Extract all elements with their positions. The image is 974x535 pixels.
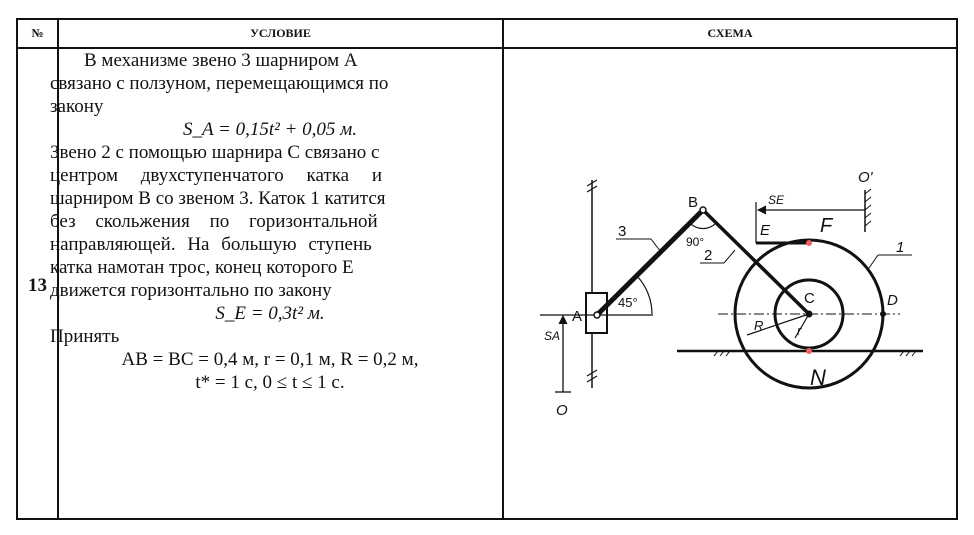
label-a: A (572, 308, 582, 325)
label-r: r (797, 323, 802, 338)
label-e: E (760, 222, 771, 239)
label-b: B (688, 194, 698, 211)
label-R: R (754, 318, 763, 333)
label-sa: SA (544, 329, 560, 343)
line: движется горизонтально по закону (50, 280, 332, 301)
header-scheme: СХЕМА (707, 26, 753, 40)
problem-number: 13 (28, 275, 47, 296)
label-link-3: 3 (618, 223, 626, 240)
leader-1b (868, 254, 879, 269)
leader-2b (723, 249, 736, 264)
line: В механизме звено 3 шарниром A (84, 50, 358, 71)
line: катка намотан трос, конец которого E (50, 257, 354, 278)
se-arrowhead (756, 205, 767, 215)
label-d: D (887, 292, 898, 309)
formula-sa: S_A = 0,15t² + 0,05 м. (182, 119, 357, 140)
ground-hatch (713, 350, 917, 357)
line: центром двухступенчатого катка и (50, 165, 383, 186)
label-angle-90: 90° (686, 235, 704, 249)
guide-hatch (586, 179, 598, 383)
column-divider (57, 20, 59, 518)
angle-45-arc (636, 275, 653, 315)
label-f: F (820, 215, 834, 237)
joint-a (593, 311, 601, 319)
label-se: SE (768, 193, 785, 207)
label-disk-1: 1 (896, 239, 904, 256)
label-c: C (804, 290, 815, 307)
header-condition: УСЛОВИЕ (250, 26, 311, 40)
sa-arrowhead (558, 314, 568, 325)
radius-R (746, 313, 810, 336)
wall-hatch (864, 188, 872, 227)
marker-f (806, 240, 812, 246)
label-angle-45: 45° (618, 295, 638, 310)
angle-90-arc (689, 222, 717, 230)
marker-n (806, 348, 812, 354)
column-divider (502, 20, 504, 518)
line: Звено 2 с помощью шарнира C связано с (50, 142, 380, 163)
line: закону (50, 96, 104, 117)
line: связано с ползуном, перемещающимся по (50, 73, 389, 94)
time-values: t* = 1 с, 0 ≤ t ≤ 1 с. (195, 372, 345, 393)
line: без скольжения по горизонтальной (50, 211, 378, 232)
link-3 (595, 208, 705, 317)
problem-condition: В механизме звено 3 шарниром A связано с… (50, 49, 490, 394)
formula-se: S_E = 0,3t² м. (215, 303, 325, 324)
line: Принять (50, 326, 120, 347)
given-values: AB = BC = 0,4 м, r = 0,1 м, R = 0,2 м, (121, 349, 419, 370)
problem-table: № УСЛОВИЕ СХЕМА 13 (16, 18, 958, 520)
header-divider (18, 47, 956, 49)
line: направляющей. На большую ступень (50, 234, 372, 255)
point-d (880, 311, 886, 317)
line: шарниром B со звеном 3. Каток 1 катится (50, 188, 386, 209)
joint-b (699, 206, 707, 214)
label-o: O (556, 402, 568, 419)
leader-3b (650, 238, 662, 253)
label-n: N (810, 365, 826, 390)
label-link-2: 2 (704, 247, 712, 264)
radius-r (794, 313, 810, 339)
header-number: № (31, 26, 44, 40)
label-o1: O' (858, 169, 874, 186)
